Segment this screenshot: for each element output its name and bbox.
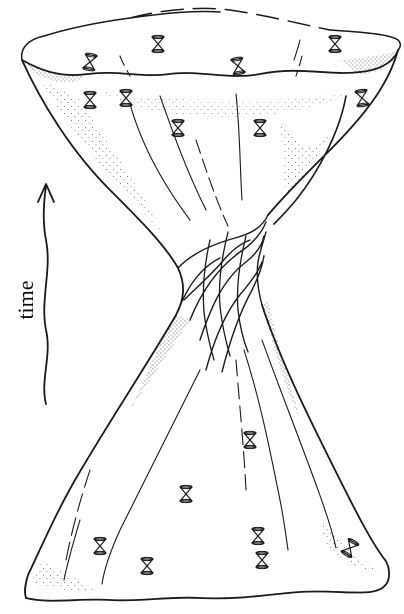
light-cone-icon: [141, 557, 153, 574]
light-cone-icon: [244, 431, 256, 448]
light-cone-icon: [256, 551, 268, 568]
twisted-strands: [176, 215, 268, 372]
light-cone-icon: [83, 52, 98, 71]
sheet-outline: [22, 8, 401, 600]
light-cone-icon: [329, 35, 341, 52]
time-arrow: [38, 184, 54, 404]
light-cone-icon: [84, 91, 96, 108]
light-cone-icon: [252, 527, 264, 544]
light-cone-icon: [231, 56, 246, 75]
light-cone-icon: [172, 119, 184, 136]
light-cone-icon: [180, 485, 192, 502]
light-cone-icon: [355, 89, 369, 108]
light-cone-icon: [94, 537, 106, 554]
fold-lines: [64, 40, 336, 584]
time-axis-label: time: [13, 280, 39, 319]
light-cone-icon: [152, 35, 164, 52]
light-cone-icon: [254, 119, 266, 136]
